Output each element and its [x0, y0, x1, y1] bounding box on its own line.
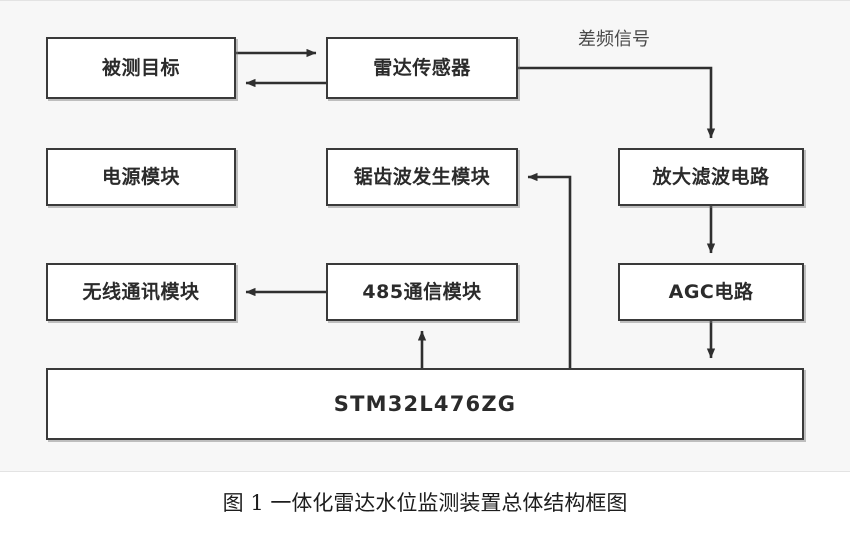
node-rs485-module[interactable]: 485通信模块 — [326, 263, 518, 321]
node-amplifier-filter[interactable]: 放大滤波电路 — [618, 148, 804, 206]
node-agc-circuit-label: AGC电路 — [668, 280, 754, 303]
node-power-module[interactable]: 电源模块 — [46, 148, 236, 206]
node-wireless-module[interactable]: 无线通讯模块 — [46, 263, 236, 321]
node-target-label: 被测目标 — [101, 56, 180, 79]
figure-caption: 图 1 一体化雷达水位监测装置总体结构框图 — [222, 491, 628, 515]
edge-radar-to-ampfilter — [518, 66, 716, 139]
edge-mcu-to-sawtooth — [527, 172, 572, 368]
node-mcu-label: STM32L476ZG — [333, 391, 517, 416]
diagram-canvas: 被测目标 雷达传感器 差频信号 电源模块 锯齿波发生模块 放大滤波电路 无线通讯… — [0, 0, 850, 472]
node-agc-circuit[interactable]: AGC电路 — [618, 263, 804, 321]
node-rs485-module-label: 485通信模块 — [362, 280, 482, 303]
node-sawtooth-generator[interactable]: 锯齿波发生模块 — [326, 148, 518, 206]
node-mcu[interactable]: STM32L476ZG — [46, 368, 804, 440]
node-amplifier-filter-label: 放大滤波电路 — [652, 165, 770, 188]
node-radar-sensor-label: 雷达传感器 — [373, 56, 471, 79]
node-target[interactable]: 被测目标 — [46, 37, 236, 99]
node-power-module-label: 电源模块 — [101, 165, 180, 188]
edge-label-beat-signal: 差频信号 — [578, 29, 650, 50]
node-radar-sensor[interactable]: 雷达传感器 — [326, 37, 518, 99]
node-sawtooth-generator-label: 锯齿波发生模块 — [353, 165, 491, 188]
diagram-connectors — [236, 48, 716, 368]
node-wireless-module-label: 无线通讯模块 — [82, 280, 200, 303]
